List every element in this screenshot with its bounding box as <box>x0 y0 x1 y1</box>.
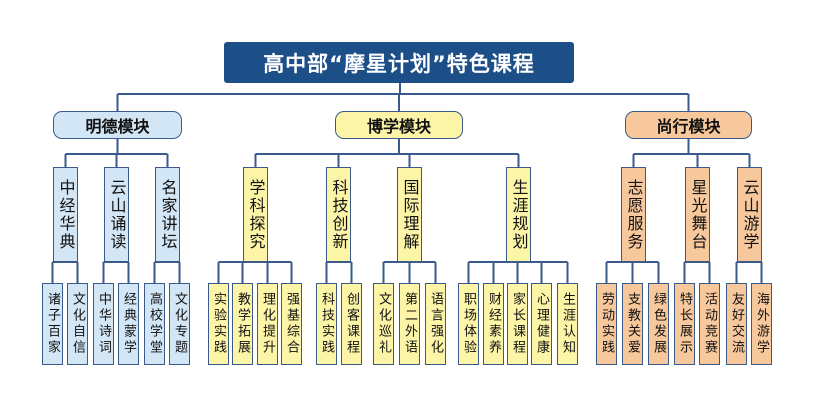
course-item: 语言强化 <box>425 283 446 365</box>
course-item: 中华诗词 <box>93 283 114 365</box>
group-box: 星光舞台 <box>685 167 710 262</box>
course-item: 海外游学 <box>751 283 772 365</box>
course-item: 高校学堂 <box>144 283 165 365</box>
course-item: 活动竞赛 <box>699 283 720 365</box>
course-item: 第二外语 <box>399 283 420 365</box>
course-item: 文化自信 <box>67 283 88 365</box>
group-box: 名家讲坛 <box>155 167 180 262</box>
course-item: 财经素养 <box>483 283 504 365</box>
course-item: 绿色发展 <box>648 283 669 365</box>
course-item: 心理健康 <box>531 283 552 365</box>
course-item: 创客课程 <box>341 283 362 365</box>
module-2: 博学模块 <box>335 111 463 139</box>
course-item: 家长课程 <box>507 283 528 365</box>
group-box: 科技创新 <box>326 167 351 262</box>
group-box: 云山诵读 <box>104 167 129 262</box>
group-box: 志愿服务 <box>621 167 646 262</box>
course-item: 实验实践 <box>208 283 229 365</box>
module-1: 明德模块 <box>53 111 182 139</box>
course-item: 文化巡礼 <box>373 283 394 365</box>
course-item: 文化专题 <box>169 283 190 365</box>
course-item: 生涯认知 <box>557 283 578 365</box>
group-box: 云山游学 <box>737 167 762 262</box>
module-3: 尚行模块 <box>625 111 752 139</box>
group-box: 国际理解 <box>397 167 422 262</box>
course-item: 诸子百家 <box>42 283 63 365</box>
group-box: 生涯规划 <box>506 167 531 262</box>
group-box: 中经华典 <box>53 167 78 262</box>
course-item: 友好交流 <box>726 283 747 365</box>
course-item: 支教关爱 <box>622 283 643 365</box>
course-item: 经典蒙学 <box>118 283 139 365</box>
course-item: 职场体验 <box>458 283 479 365</box>
diagram-title: 高中部“摩星计划”特色课程 <box>224 42 574 83</box>
group-box: 学科探究 <box>243 167 268 262</box>
course-item: 教学拓展 <box>232 283 253 365</box>
course-item: 科技实践 <box>316 283 337 365</box>
course-item: 强基综合 <box>281 283 302 365</box>
course-item: 劳动实践 <box>596 283 617 365</box>
course-item: 特长展示 <box>674 283 695 365</box>
course-item: 理化提升 <box>257 283 278 365</box>
